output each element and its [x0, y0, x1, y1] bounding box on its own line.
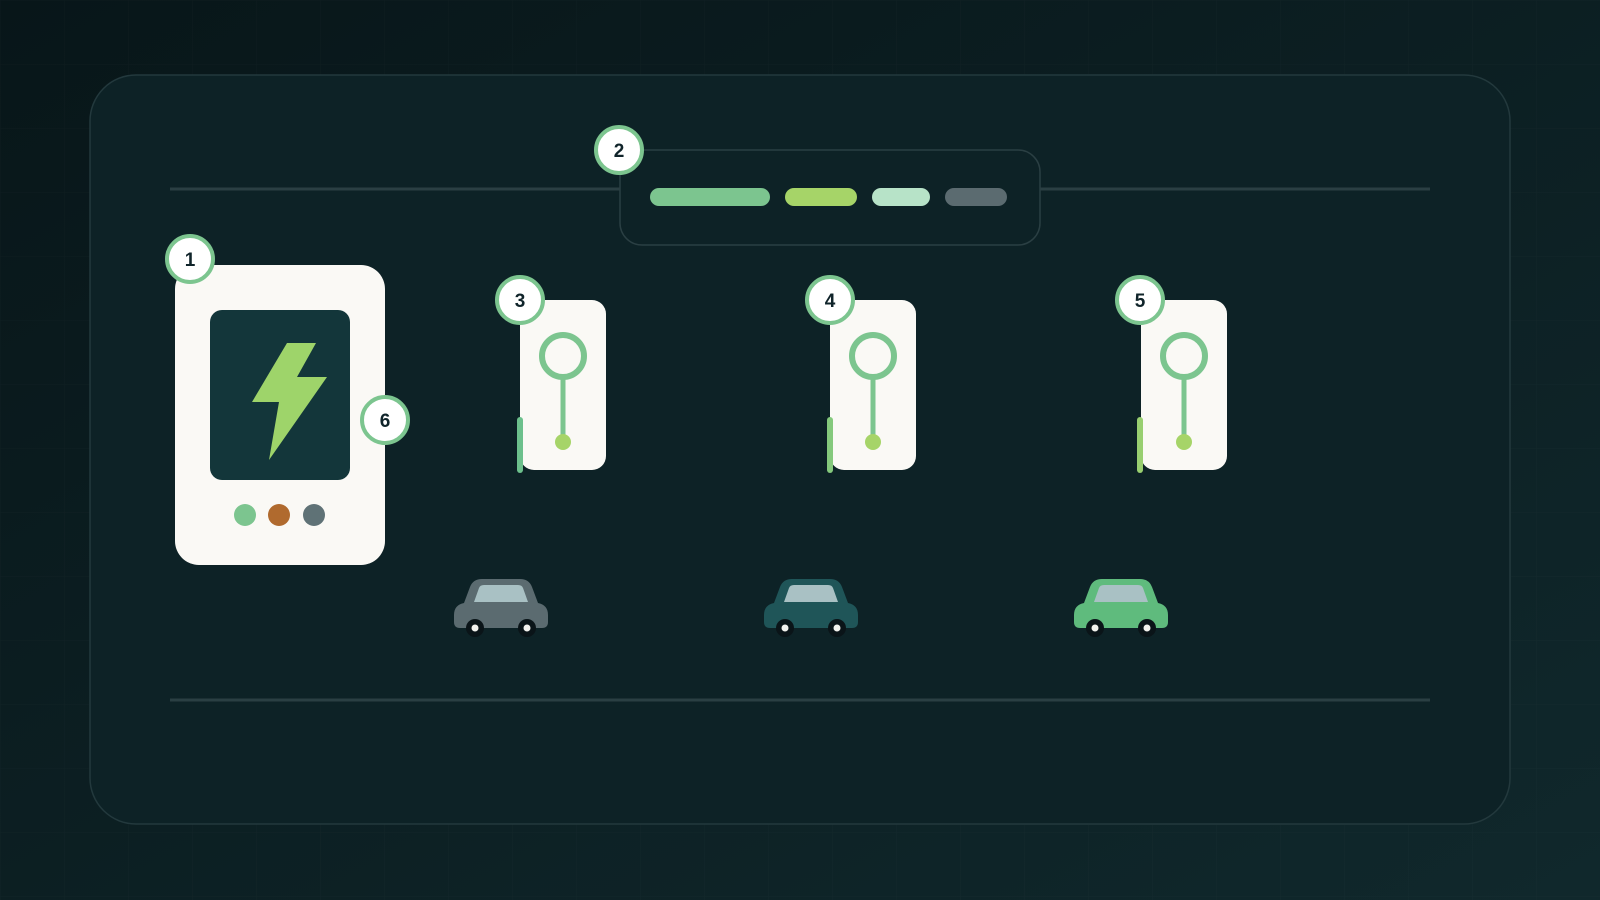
callout-number: 6	[380, 411, 391, 432]
status-light-grey	[303, 504, 325, 526]
car-icon	[454, 579, 548, 637]
status-light-amber	[268, 504, 290, 526]
legend-card	[619, 149, 1041, 246]
callout-badge-power-line: 6	[360, 395, 410, 445]
car-teal	[764, 579, 858, 637]
power-hub	[175, 265, 385, 565]
callout-badge-charger-c: 5	[1115, 275, 1165, 325]
charging-connector-icon	[1160, 332, 1208, 450]
legend-swatch-grey	[945, 188, 1007, 206]
callout-badge-charger-b: 4	[805, 275, 855, 325]
callout-number: 5	[1135, 291, 1146, 312]
legend-swatch-lime	[785, 188, 857, 206]
power-line	[397, 417, 1143, 473]
callout-badge-charger-a: 3	[495, 275, 545, 325]
legend-swatch-mint	[872, 188, 930, 206]
callout-badge-legend: 2	[594, 125, 644, 175]
diagram-panel	[89, 74, 1511, 825]
car-icon	[1074, 579, 1168, 637]
callout-number: 3	[515, 291, 526, 312]
charging-connector-icon	[539, 332, 587, 450]
callout-number: 1	[185, 250, 196, 271]
charger-post-c	[1141, 300, 1227, 470]
charger-post-b	[830, 300, 916, 470]
callout-number: 4	[825, 291, 836, 312]
charging-connector-icon	[849, 332, 897, 450]
callout-badge-hub: 1	[165, 234, 215, 284]
car-green	[1074, 579, 1168, 637]
legend-swatch-green	[650, 188, 770, 206]
status-light-green	[234, 504, 256, 526]
car-icon	[764, 579, 858, 637]
callout-number: 2	[614, 141, 625, 162]
charger-post-a	[520, 300, 606, 470]
car-grey	[454, 579, 548, 637]
lightning-bolt-icon	[252, 343, 327, 460]
